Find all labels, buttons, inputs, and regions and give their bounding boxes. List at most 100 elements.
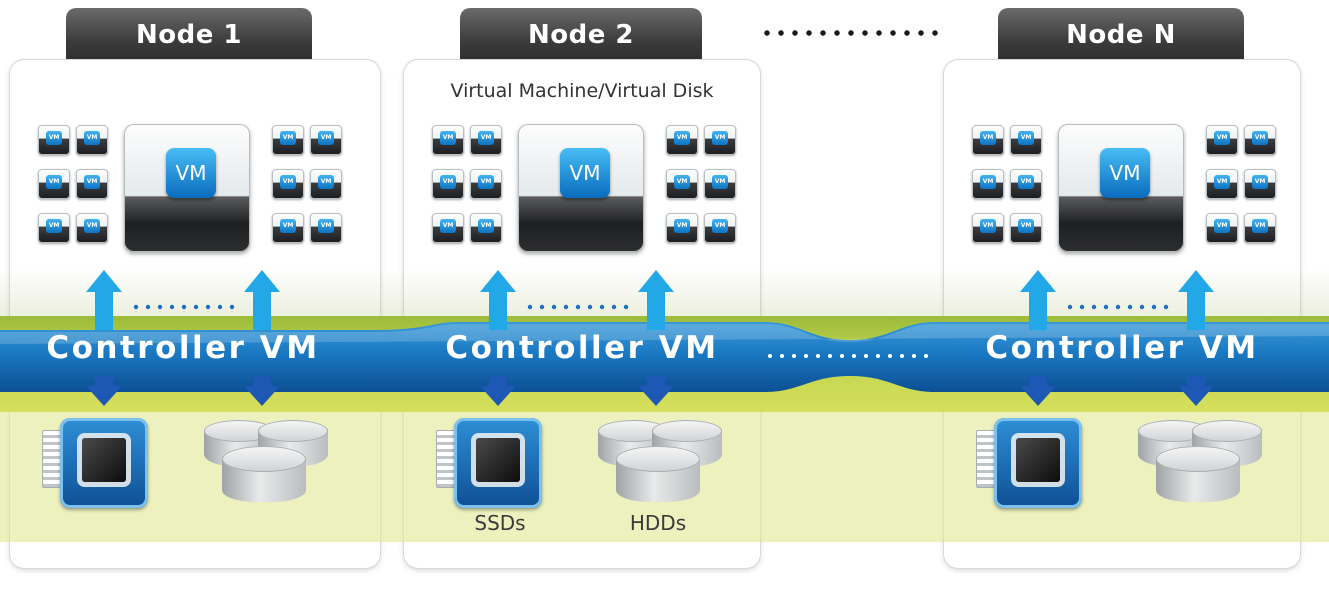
- mini-vm-icon: VM: [272, 213, 304, 243]
- mini-vm-icon: VM: [38, 213, 70, 243]
- mini-vm-icon: VM: [666, 169, 698, 199]
- mini-vm-label: VM: [280, 219, 296, 233]
- mini-vm-label: VM: [440, 219, 456, 233]
- mini-vm-label: VM: [980, 175, 996, 189]
- connector-dot: [145, 304, 151, 310]
- hdd-disk-icon: [1156, 446, 1240, 502]
- mini-vm-icon: VM: [1206, 169, 1238, 199]
- mini-vm-label: VM: [980, 131, 996, 145]
- mini-vm-icon: VM: [272, 169, 304, 199]
- mini-vm-label: VM: [46, 131, 62, 145]
- controller-vm-label-n: Controller VM: [985, 330, 1259, 366]
- node-2-title: Node 2: [527, 20, 634, 50]
- down-arrow-icon: [86, 376, 122, 406]
- disk-top: [222, 446, 306, 472]
- mini-vm-label: VM: [84, 219, 100, 233]
- mini-vm-label: VM: [46, 175, 62, 189]
- connector-dot: [181, 304, 187, 310]
- band-ellipsis-dot: [804, 354, 808, 358]
- band-ellipsis-dot: [924, 354, 928, 358]
- connector-dot: [193, 304, 199, 310]
- vm-cube-icon: VM: [1058, 124, 1184, 252]
- virtual-disk-label: Virtual Machine/Virtual Disk: [450, 80, 714, 102]
- up-arrow-icon: [638, 270, 674, 330]
- vm-cube-icon: VM: [518, 124, 644, 252]
- mini-vm-icon: VM: [470, 169, 502, 199]
- mini-vm-label: VM: [478, 219, 494, 233]
- connector-dot: [563, 304, 569, 310]
- node-ellipsis-dots: [760, 26, 942, 40]
- mini-vm-icon: VM: [972, 125, 1004, 155]
- vm-cube-label: VM: [560, 148, 610, 198]
- mini-vm-icon: VM: [666, 125, 698, 155]
- connector-dot: [539, 304, 545, 310]
- hdd-disk-icon: [222, 446, 306, 502]
- connector-dot: [611, 304, 617, 310]
- mini-vm-label: VM: [1018, 175, 1034, 189]
- mini-vm-icon: VM: [310, 213, 342, 243]
- mini-vm-label: VM: [1214, 175, 1230, 189]
- disk-top: [598, 420, 668, 442]
- mini-vm-icon: VM: [1206, 125, 1238, 155]
- mini-vm-label: VM: [712, 219, 728, 233]
- connector-dot: [1103, 304, 1109, 310]
- mini-vm-label: VM: [980, 219, 996, 233]
- up-arrow-icon: [480, 270, 516, 330]
- band-highlight: [0, 324, 1329, 344]
- mini-vm-label: VM: [84, 131, 100, 145]
- disk-top: [258, 420, 328, 442]
- vm-cube-icon: VM: [124, 124, 250, 252]
- connector-dot: [1139, 304, 1145, 310]
- hdds-label: HDDs: [629, 511, 687, 535]
- flash-ssd-chip-icon: [976, 418, 1084, 518]
- band-ellipsis-dot: [900, 354, 904, 358]
- node-1-title: Node 1: [135, 20, 242, 50]
- connector-dot: [599, 304, 605, 310]
- mini-vm-icon: VM: [432, 213, 464, 243]
- band-ellipsis-dot: [816, 354, 820, 358]
- mini-vm-icon: VM: [432, 125, 464, 155]
- band-ellipsis-dot: [768, 354, 772, 358]
- connector-dot: [157, 304, 163, 310]
- vm-cube-label: VM: [166, 148, 216, 198]
- mini-vm-icon: VM: [76, 125, 108, 155]
- mini-vm-label: VM: [478, 131, 494, 145]
- mini-vm-icon: VM: [310, 125, 342, 155]
- mini-vm-label: VM: [1252, 175, 1268, 189]
- mini-vm-label: VM: [1252, 131, 1268, 145]
- connector-dot: [623, 304, 629, 310]
- band-ellipsis-dot: [840, 354, 844, 358]
- mini-vm-icon: VM: [972, 169, 1004, 199]
- chip-die: [1016, 438, 1060, 482]
- mini-vm-label: VM: [478, 175, 494, 189]
- mini-vm-label: VM: [712, 175, 728, 189]
- down-arrow-icon: [480, 376, 516, 406]
- mini-vm-icon: VM: [1244, 213, 1276, 243]
- connector-dot: [1115, 304, 1121, 310]
- mini-vm-label: VM: [1018, 131, 1034, 145]
- connector-dot: [1151, 304, 1157, 310]
- mini-vm-icon: VM: [704, 213, 736, 243]
- mini-vm-label: VM: [46, 219, 62, 233]
- connector-dot: [133, 304, 139, 310]
- connector-dot: [217, 304, 223, 310]
- ssds-label: SSDs: [474, 511, 526, 535]
- band-ellipsis-dot: [792, 354, 796, 358]
- flash-ssd-chip-icon: [436, 418, 544, 518]
- up-arrow-icon: [86, 270, 122, 330]
- disk-top: [652, 420, 722, 442]
- up-arrow-icon: [1020, 270, 1056, 330]
- connector-dot: [169, 304, 175, 310]
- controller-vm-label-1: Controller VM: [46, 330, 320, 366]
- mini-vm-icon: VM: [470, 125, 502, 155]
- connector-dot: [551, 304, 557, 310]
- mini-vm-label: VM: [440, 131, 456, 145]
- mini-vm-icon: VM: [1244, 125, 1276, 155]
- mini-vm-icon: VM: [1010, 213, 1042, 243]
- mini-vm-icon: VM: [972, 213, 1004, 243]
- up-arrow-icon: [244, 270, 280, 330]
- mini-vm-label: VM: [1252, 219, 1268, 233]
- band-ellipsis-dot: [828, 354, 832, 358]
